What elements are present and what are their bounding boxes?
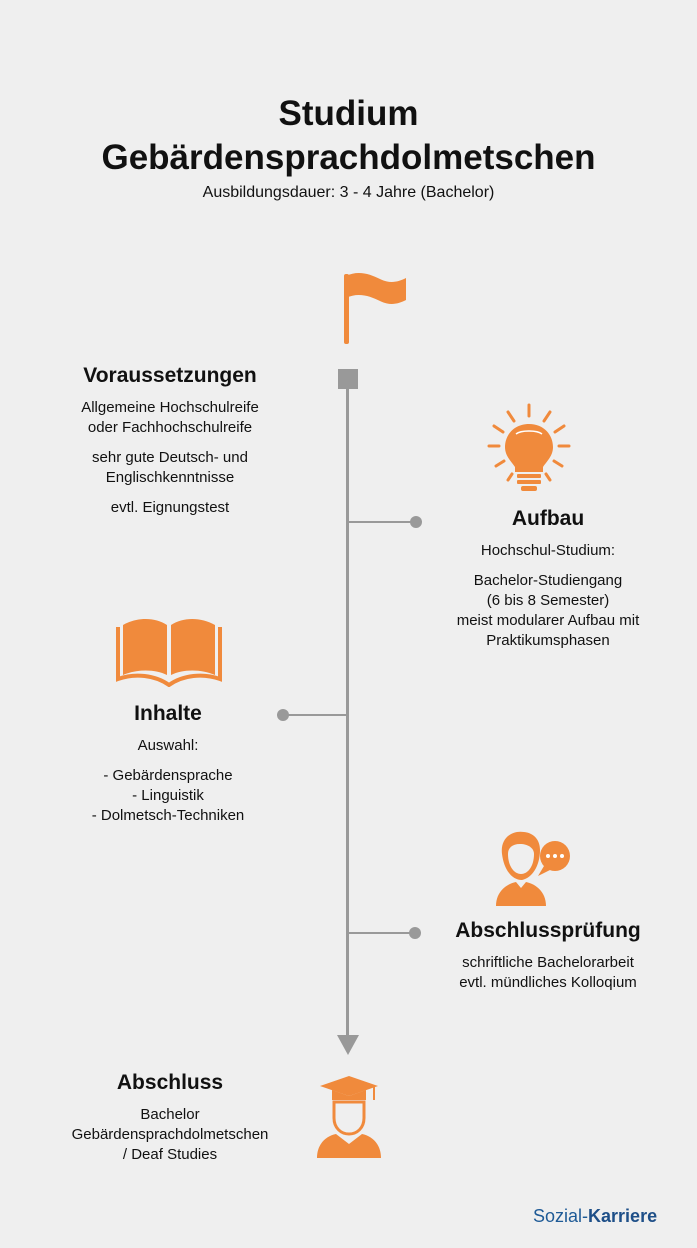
section-aufbau: Aufbau Hochschul-Studium: Bachelor-Studi…	[418, 507, 678, 651]
section-line: Bachelor	[140, 1106, 200, 1123]
person-speech-icon	[494, 826, 574, 908]
connector-dot-inhalte	[277, 709, 289, 721]
graduate-icon	[314, 1074, 384, 1160]
section-line: - Gebärdensprache	[103, 767, 233, 784]
timeline-arrow-icon	[337, 1035, 359, 1055]
connector-abschlusspruefung	[348, 932, 414, 934]
connector-dot-abschlusspruefung	[409, 927, 421, 939]
section-line: Englischkenntnisse	[105, 469, 235, 486]
book-icon	[115, 615, 223, 688]
section-heading: Aufbau	[511, 507, 585, 530]
connector-dot-aufbau	[410, 516, 422, 528]
logo-part2: Karriere	[588, 1206, 658, 1226]
section-line: evtl. mündliches Kolloqium	[459, 974, 637, 991]
timeline-line	[346, 389, 349, 1037]
section-heading: Inhalte	[134, 702, 202, 725]
section-voraussetzungen: Voraussetzungen Allgemeine Hochschulreif…	[40, 364, 300, 518]
sozial-karriere-logo[interactable]: Sozial-Karriere	[533, 1206, 657, 1227]
connector-aufbau	[348, 521, 414, 523]
section-line: - Linguistik	[132, 787, 204, 804]
page-title-line1: Studium	[278, 94, 419, 133]
section-line: (6 bis 8 Semester)	[486, 592, 610, 609]
section-heading: Abschluss	[116, 1071, 224, 1094]
section-line: meist modularer Aufbau mit	[456, 612, 640, 629]
section-line: Gebärdensprachdolmetschen	[71, 1126, 269, 1143]
section-line: Auswahl:	[137, 737, 199, 754]
section-heading: Abschlussprüfung	[455, 919, 641, 942]
connector-inhalte	[284, 714, 347, 716]
flag-icon	[340, 270, 410, 346]
section-line: / Deaf Studies	[122, 1146, 218, 1163]
section-line: Bachelor-Studiengang	[473, 572, 623, 589]
page-title-line2: Gebärdensprachdolmetschen	[101, 138, 596, 177]
section-line: Praktikumsphasen	[486, 632, 610, 649]
lightbulb-icon	[486, 402, 572, 494]
section-line: oder Fachhochschulreife	[87, 419, 253, 436]
timeline-start-marker	[338, 369, 358, 389]
section-abschluss: Abschluss Bachelor Gebärdensprachdolmets…	[40, 1071, 300, 1165]
section-line: sehr gute Deutsch- und	[92, 449, 248, 466]
page-subtitle: Ausbildungsdauer: 3 - 4 Jahre (Bachelor)	[202, 184, 495, 201]
section-abschlusspruefung: Abschlussprüfung schriftliche Bachelorar…	[418, 919, 678, 993]
section-line: Allgemeine Hochschulreife	[81, 399, 259, 416]
logo-part1: Sozial-	[533, 1206, 589, 1226]
section-heading: Voraussetzungen	[83, 364, 257, 387]
section-inhalte: Inhalte Auswahl: - Gebärdensprache - Lin…	[38, 702, 298, 826]
section-line: Hochschul-Studium:	[480, 542, 616, 559]
section-line: - Dolmetsch-Techniken	[91, 807, 245, 824]
section-line: schriftliche Bachelorarbeit	[462, 954, 634, 971]
section-line: evtl. Eignungstest	[110, 499, 230, 516]
